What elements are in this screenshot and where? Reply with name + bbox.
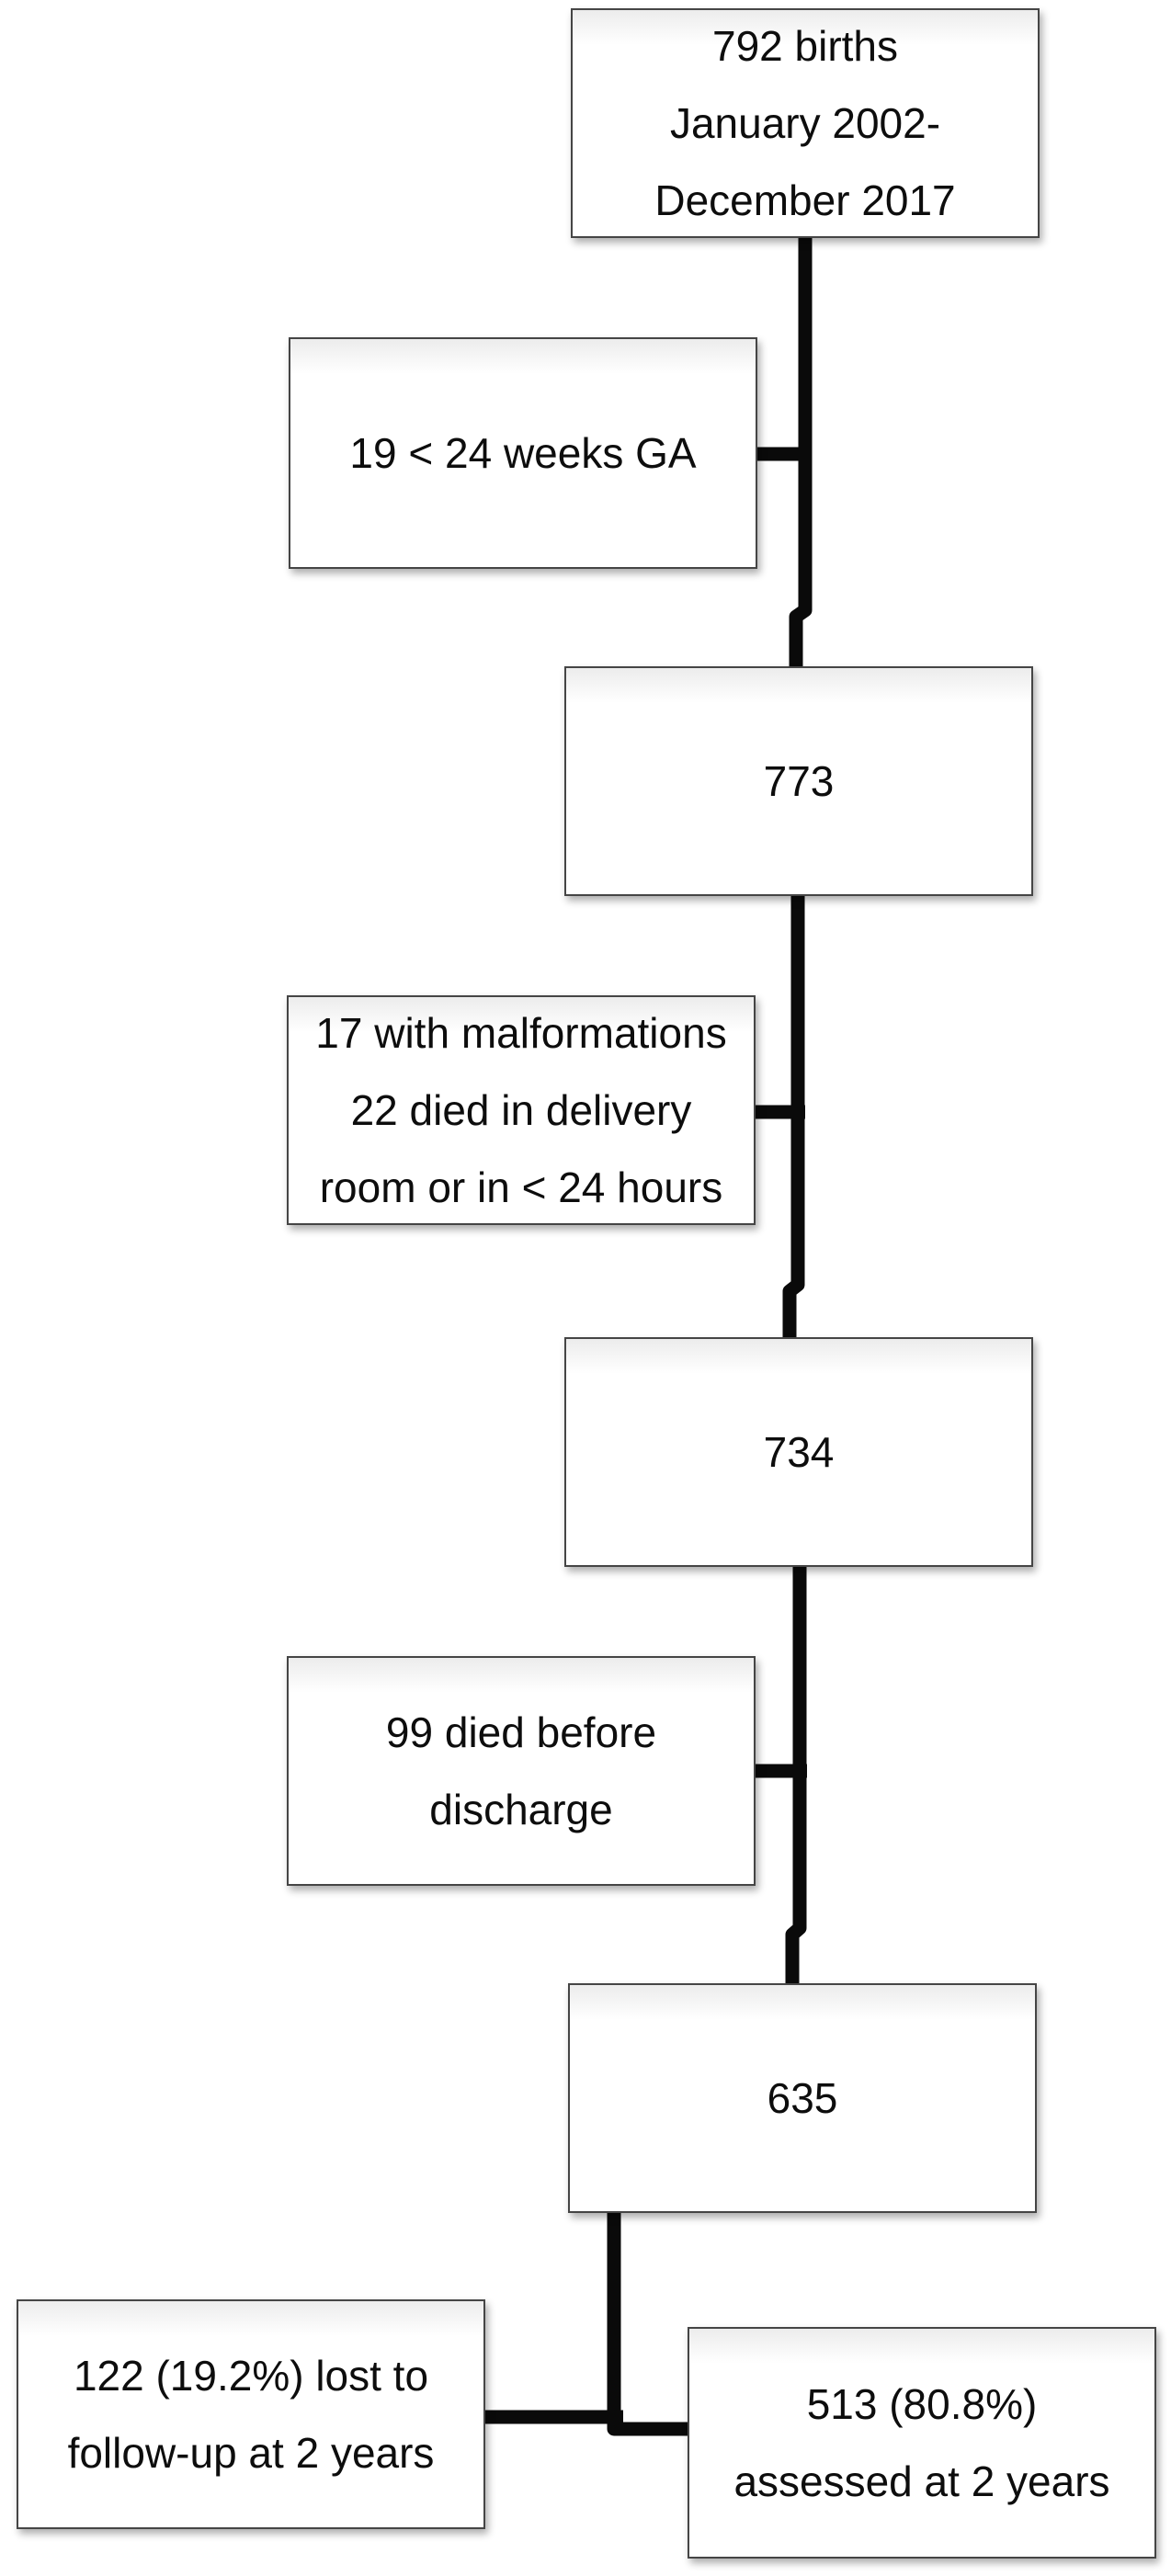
box-n-773: 773 bbox=[564, 666, 1033, 896]
trunk-635-to-split bbox=[607, 2209, 691, 2436]
box-died-before-discharge: 99 died before discharge bbox=[287, 1656, 756, 1886]
box-lost-to-followup-line-1: 122 (19.2%) lost to bbox=[73, 2352, 429, 2400]
trunk-734-to-635 bbox=[785, 1562, 807, 1987]
box-excluded-malformations-line-1: 17 with malformations bbox=[315, 1009, 727, 1057]
trunk-773-to-734 bbox=[782, 891, 805, 1342]
box-died-before-discharge-line-2: discharge bbox=[429, 1786, 613, 1833]
box-births: 792 births January 2002- December 2017 bbox=[571, 8, 1040, 238]
box-n-635: 635 bbox=[568, 1983, 1037, 2213]
box-births-line-3: December 2017 bbox=[654, 176, 956, 224]
box-excluded-malformations: 17 with malformations 22 died in deliver… bbox=[287, 995, 756, 1225]
box-assessed-line-2: assessed at 2 years bbox=[733, 2457, 1110, 2505]
box-n-773-value: 773 bbox=[763, 757, 835, 805]
box-excluded-malformations-line-2: 22 died in delivery bbox=[350, 1086, 692, 1134]
box-excluded-ga-line-1: 19 < 24 weeks GA bbox=[349, 429, 697, 477]
box-lost-to-followup: 122 (19.2%) lost to follow-up at 2 years bbox=[17, 2299, 485, 2529]
box-excluded-malformations-line-3: room or in < 24 hours bbox=[319, 1163, 723, 1211]
box-assessed: 513 (80.8%) assessed at 2 years bbox=[688, 2327, 1156, 2559]
box-births-line-1: 792 births bbox=[711, 22, 898, 70]
box-n-734-value: 734 bbox=[763, 1428, 835, 1476]
box-lost-to-followup-line-2: follow-up at 2 years bbox=[67, 2429, 435, 2477]
trunk-births-to-773 bbox=[789, 232, 813, 671]
box-excluded-ga: 19 < 24 weeks GA bbox=[289, 337, 757, 569]
box-n-734: 734 bbox=[564, 1337, 1033, 1567]
box-assessed-line-1: 513 (80.8%) bbox=[806, 2380, 1038, 2428]
box-died-before-discharge-line-1: 99 died before bbox=[385, 1708, 657, 1756]
box-births-line-2: January 2002- bbox=[669, 99, 941, 147]
box-n-635-value: 635 bbox=[767, 2074, 838, 2122]
